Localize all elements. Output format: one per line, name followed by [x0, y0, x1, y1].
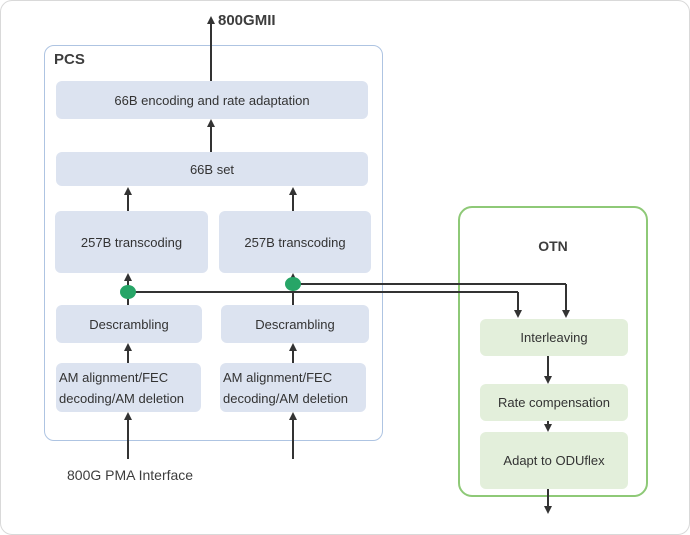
connector-right-tap-vline	[565, 284, 567, 311]
connector-right-tap-hline	[293, 283, 566, 285]
pcs-group-box	[44, 45, 383, 441]
node-rate-compensation: Rate compensation	[480, 384, 628, 421]
node-interleaving: Interleaving	[480, 319, 628, 356]
connector-right-tap-head	[562, 310, 570, 318]
arrow-pma-to-am-right-head	[289, 412, 297, 420]
arrow-rate-to-adapt-head	[544, 424, 552, 432]
node-am-alignment-right: AM alignment/FEC decoding/AM deletion	[220, 363, 366, 412]
label-800gmii: 800GMII	[218, 12, 276, 29]
arrow-rate-to-adapt-line	[547, 421, 549, 425]
arrow-pma-to-am-right-line	[292, 417, 294, 459]
arrow-interleaving-to-rate-head	[544, 376, 552, 384]
node-66b-set: 66B set	[56, 152, 368, 186]
node-257b-transcoding-right: 257B transcoding	[219, 211, 371, 273]
arrow-257b-right-to-66bset-line	[292, 192, 294, 211]
arrow-am-right-to-descrambling-right-head	[289, 343, 297, 351]
otn-title: OTN	[538, 238, 568, 254]
connector-left-tap-hline	[128, 291, 518, 293]
otn-group-box	[458, 206, 648, 497]
arrow-am-left-to-descrambling-left-line	[127, 348, 129, 363]
pcs-title: PCS	[54, 51, 85, 68]
arrow-pma-to-am-left-head	[124, 412, 132, 420]
arrow-pma-to-am-left-line	[127, 417, 129, 459]
arrow-descrambling-left-to-257b-left-head	[124, 273, 132, 281]
arrow-encoding-to-800gmii-line	[210, 23, 212, 81]
arrow-am-right-to-descrambling-right-line	[292, 348, 294, 363]
connector-left-tap-vline	[517, 292, 519, 311]
tap-dot-right	[285, 277, 301, 291]
arrow-am-left-to-descrambling-left-head	[124, 343, 132, 351]
node-descrambling-right: Descrambling	[221, 305, 369, 343]
node-am-alignment-left: AM alignment/FEC decoding/AM deletion	[56, 363, 201, 412]
node-descrambling-left: Descrambling	[56, 305, 202, 343]
tap-dot-left	[120, 285, 136, 299]
arrow-66bset-to-encoding-line	[210, 125, 212, 152]
arrow-encoding-to-800gmii-head	[207, 16, 215, 24]
arrow-adapt-to-output-head	[544, 506, 552, 514]
connector-left-tap-head	[514, 310, 522, 318]
node-adapt-to-oduflex: Adapt to ODUflex	[480, 432, 628, 489]
node-66b-encoding-rate-adaptation: 66B encoding and rate adaptation	[56, 81, 368, 119]
label-800g-pma-interface: 800G PMA Interface	[67, 467, 194, 483]
arrow-257b-right-to-66bset-head	[289, 187, 297, 195]
arrow-66bset-to-encoding-head	[207, 119, 215, 127]
arrow-adapt-to-output-line	[547, 489, 549, 507]
node-257b-transcoding-left: 257B transcoding	[55, 211, 208, 273]
arrow-257b-left-to-66bset-head	[124, 187, 132, 195]
arrow-interleaving-to-rate-line	[547, 356, 549, 377]
arrow-257b-left-to-66bset-line	[127, 192, 129, 211]
